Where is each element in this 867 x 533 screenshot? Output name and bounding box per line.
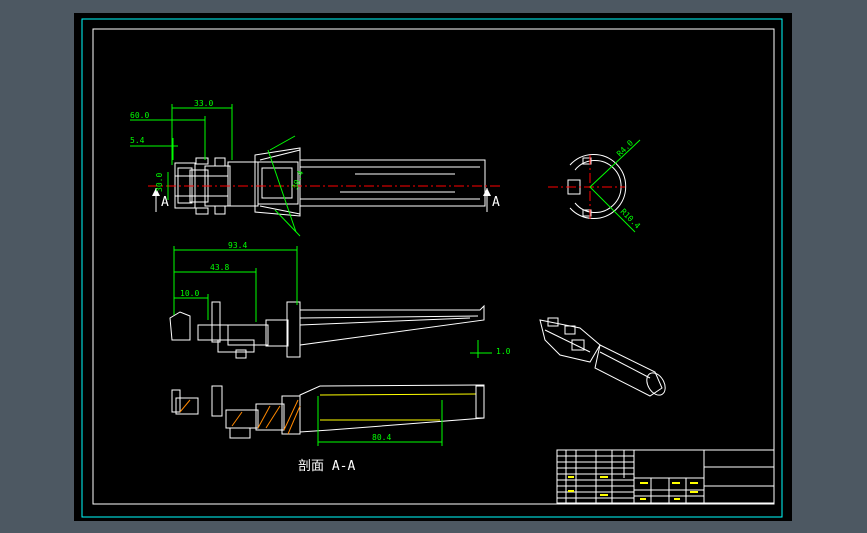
iso-barrel-end [646,372,666,396]
dim-end-r1: R4.0 [615,138,635,158]
outer-frame [81,18,783,518]
isometric-view [539,317,666,397]
section-post [211,385,223,417]
title-block-table-icon [568,476,698,500]
section-mark-right-label: A [492,195,500,210]
side-flange [286,301,301,358]
flange-guide-1 [259,149,301,161]
iso-barrel-line [599,351,651,379]
side-foot [235,349,247,359]
dim-top-d3: 5.4 [130,136,145,145]
section-marker-right: A [483,188,500,212]
section-hook [175,397,199,415]
side-barrel [299,304,485,346]
section-mark-left-label: A [161,195,169,210]
dim-top-d1: 60.0 [130,111,149,120]
inner-frame [92,28,775,505]
body-tab-bottom-2 [214,205,226,215]
top-view [174,147,486,217]
iso-tab-2 [564,325,576,335]
section-caption: 剖面 A-A [298,459,355,474]
flange-outline [254,147,301,217]
end-view-tab-bottom [582,209,592,217]
section-hatch [179,399,301,435]
section-view-dimensions [317,396,443,446]
body-tab-top-2 [214,157,226,167]
side-view-dimensions [173,246,492,358]
iso-tab-1 [547,317,559,327]
side-hook [169,311,191,341]
side-lower [197,324,229,341]
section-end [475,385,485,419]
section-marker-left: A [152,188,169,212]
section-foot [229,427,251,439]
title-block-frame [556,449,775,504]
flange-bore [261,167,293,199]
section-view [171,384,485,439]
side-body-mid [227,324,269,346]
end-view-dimensions [589,139,641,233]
dim-side-d4: 1.0 [496,347,511,356]
iso-barrel [594,344,663,397]
dim-section-d1: 80.4 [372,433,391,442]
body-block [227,161,259,207]
top-view-dimensions [130,104,301,237]
body-tab-bottom [195,207,209,215]
side-view [169,301,485,359]
dim-top-d2: 33.0 [194,99,213,108]
end-view [567,154,627,219]
side-barrel-line-2 [299,317,471,326]
dim-side-d2: 43.8 [210,263,229,272]
section-flange [281,395,301,435]
iso-body-line [544,329,591,353]
dim-side-d3: 10.0 [180,289,199,298]
body-tab-top [195,157,209,165]
dim-top-d4: 30.0 [155,173,164,192]
section-barrel-inner [319,393,477,396]
iso-tab-3 [571,339,585,351]
side-body [265,319,289,347]
dim-side-d1: 93.4 [228,241,247,250]
section-barrel [299,384,485,433]
flange-guide-2 [259,205,301,215]
title-block [556,449,775,504]
iso-body [539,319,601,363]
dim-top-d5: 30.4 [290,169,305,190]
side-barrel-line [299,315,479,319]
end-view-tab-top [582,157,592,165]
side-post [211,301,221,343]
section-body [255,403,285,431]
section-hook-2 [171,389,181,413]
drawing-canvas [74,13,792,521]
